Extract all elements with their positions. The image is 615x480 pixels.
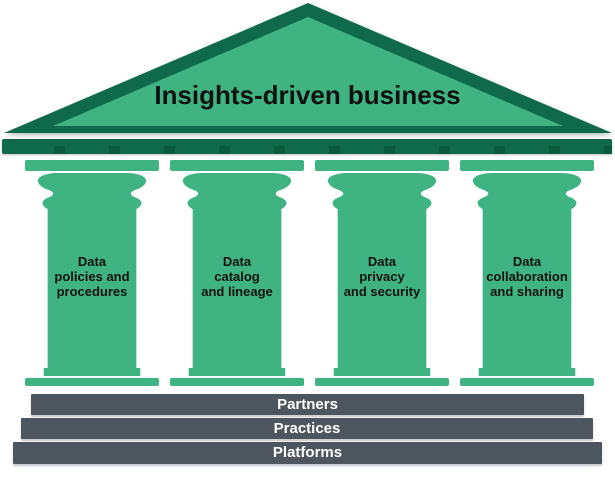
entablature-bar: [2, 139, 612, 154]
pediment: Insights-driven business: [0, 0, 615, 136]
pillar-label: Data catalog and lineage: [170, 254, 304, 299]
diagram-title: Insights-driven business: [154, 80, 461, 110]
foundation-bar-partners: Partners: [31, 394, 584, 415]
pillar-label-line: policies and: [54, 269, 130, 284]
pillar-label-line: Data: [77, 254, 107, 269]
pillar-label-line: and sharing: [490, 284, 564, 299]
pillar-label-line: privacy: [359, 269, 405, 284]
foundation-bar-practices: Practices: [21, 418, 593, 439]
pillar-label-line: and lineage: [201, 284, 273, 299]
pillar-label: Data policies and procedures: [25, 254, 159, 299]
pillar-label: Data collaboration and sharing: [460, 254, 594, 299]
pillar-data-catalog: Data catalog and lineage: [170, 160, 304, 386]
pillar-data-privacy: Data privacy and security: [315, 160, 449, 386]
pillar-label-line: collaboration: [486, 269, 568, 284]
pillar-label-line: Data: [222, 254, 252, 269]
dentil-ticks: [10, 146, 612, 154]
pillar-data-policies: Data policies and procedures: [25, 160, 159, 386]
pillar-data-collaboration: Data collaboration and sharing: [460, 160, 594, 386]
pediment-face: [53, 17, 563, 126]
pillar-label: Data privacy and security: [315, 254, 449, 299]
foundation-bar-platforms: Platforms: [13, 442, 602, 464]
pillar-label-line: and security: [343, 284, 421, 299]
pillar-label-line: Data: [367, 254, 397, 269]
pillar-label-line: catalog: [214, 269, 260, 284]
pillar-label-line: Data: [512, 254, 542, 269]
pillar-label-line: procedures: [56, 284, 128, 299]
